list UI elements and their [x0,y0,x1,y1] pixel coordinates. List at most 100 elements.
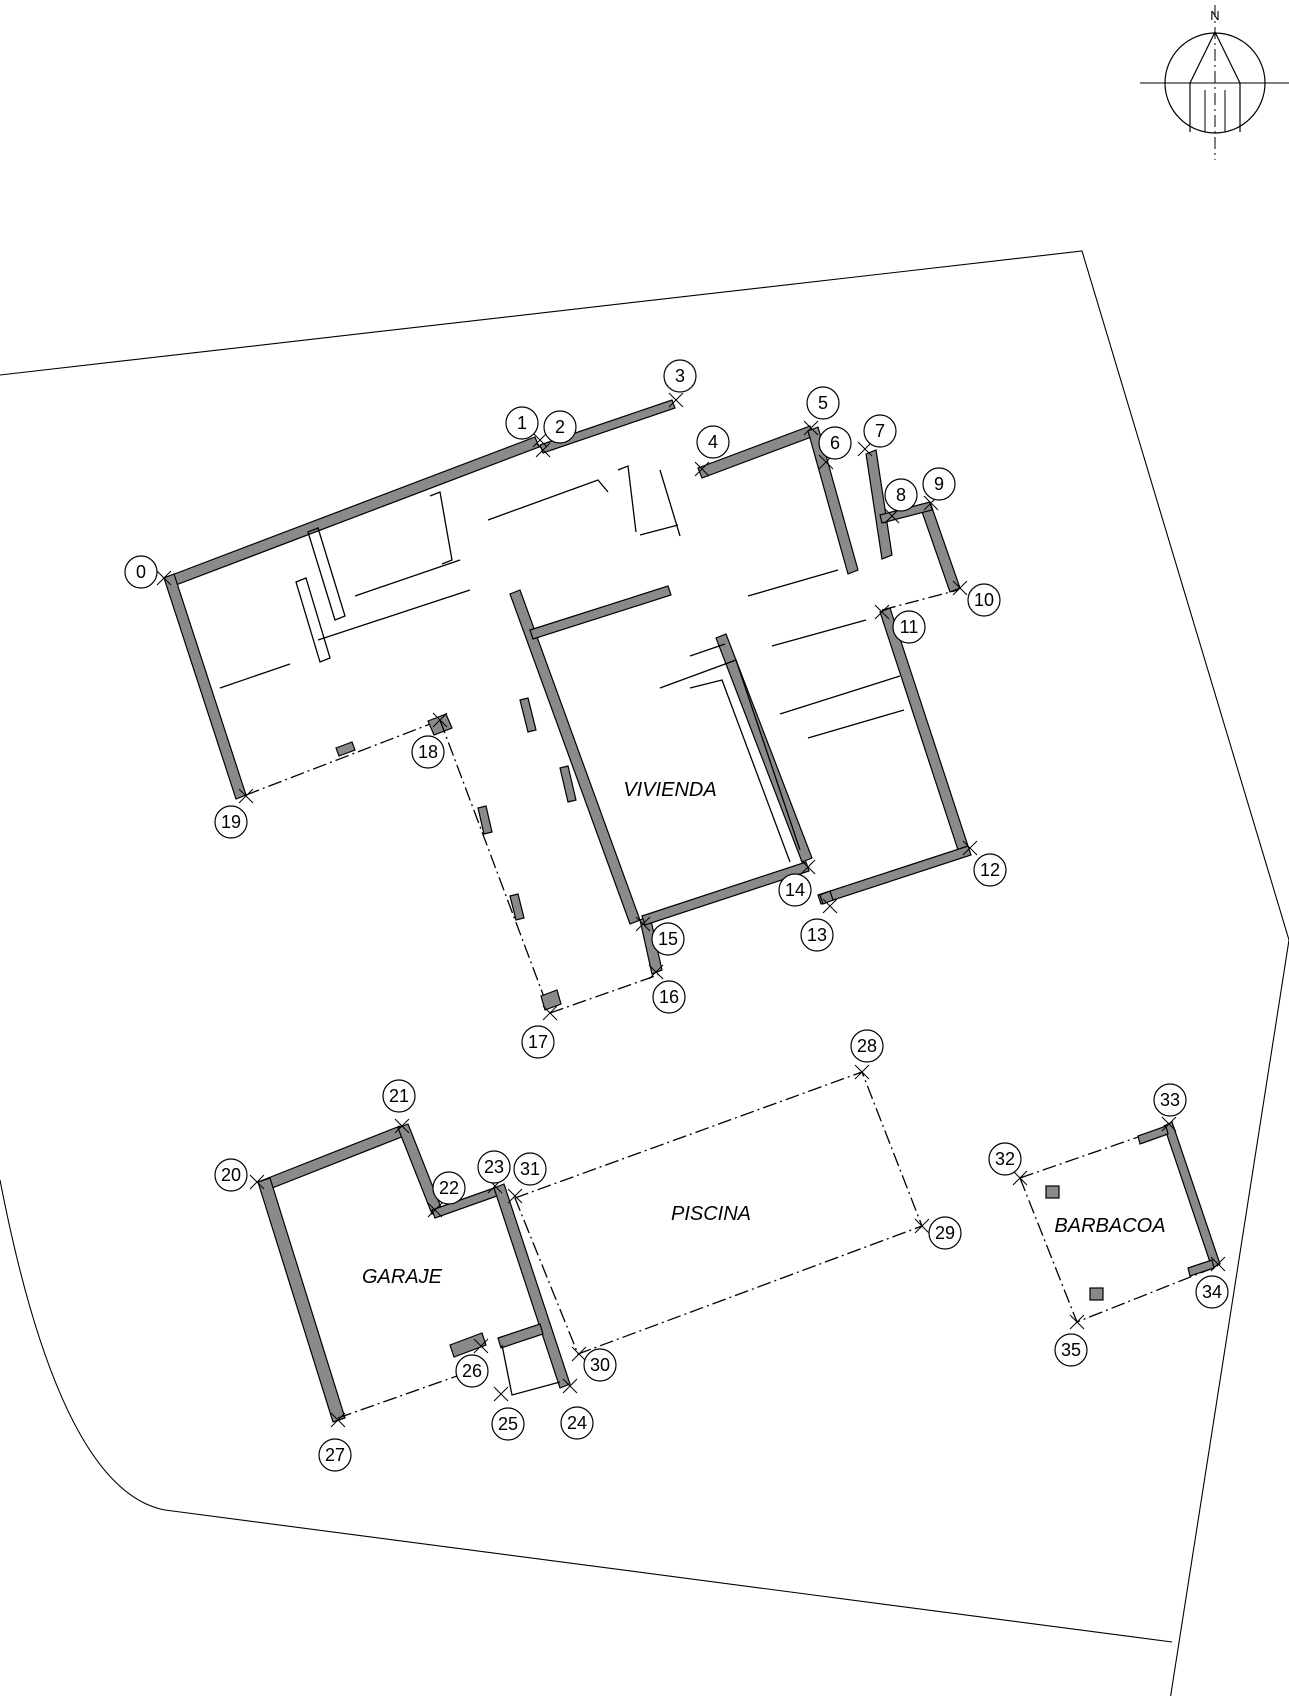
point-label: 25 [498,1414,518,1434]
point-label: 10 [974,590,994,610]
survey-marker-18 [432,712,448,728]
survey-marker-27 [330,1412,346,1428]
point-bubble-25: 25 [491,1407,525,1441]
point-label: 30 [590,1355,610,1375]
point-bubble-30: 30 [583,1348,617,1382]
point-bubble-6: 6 [818,426,852,460]
point-label: 24 [567,1413,587,1433]
point-bubble-16: 16 [652,980,686,1014]
point-label: 8 [896,485,906,505]
survey-marker-24 [562,1378,578,1394]
survey-marker-33 [1161,1116,1177,1132]
point-label: 2 [555,417,565,437]
label-vivienda: VIVIENDA [623,779,716,801]
point-bubble-17: 17 [521,1025,555,1059]
point-label: 21 [389,1086,409,1106]
barbecue-outline [1019,1121,1221,1323]
survey-marker-4 [694,461,710,477]
point-bubble-12: 12 [973,853,1007,887]
label-garaje: GARAJE [362,1266,443,1288]
survey-marker-7 [857,441,873,457]
survey-marker-1 [532,432,548,448]
survey-marker-25 [493,1386,509,1402]
survey-marker-32 [1012,1170,1028,1186]
point-bubble-28: 28 [850,1029,884,1063]
point-bubble-9: 9 [922,467,956,501]
point-bubble-27: 27 [318,1438,352,1472]
garage-outline [257,1123,571,1423]
point-bubble-11: 11 [892,610,926,644]
survey-markers [156,392,1226,1428]
point-bubble-7: 7 [863,414,897,448]
survey-marker-14 [800,859,816,875]
point-label: 35 [1061,1340,1081,1360]
point-label: 14 [785,880,805,900]
point-bubble-29: 29 [928,1216,962,1250]
survey-marker-35 [1069,1314,1085,1330]
survey-marker-5 [803,420,819,436]
point-label: 4 [708,432,718,452]
survey-marker-2 [535,442,551,458]
survey-marker-29 [914,1218,930,1234]
survey-marker-16 [648,964,664,980]
point-label: 20 [221,1165,241,1185]
point-label: 27 [325,1445,345,1465]
survey-marker-12 [962,840,978,856]
survey-marker-10 [952,580,968,596]
survey-marker-15 [635,916,651,932]
point-label: 16 [659,987,679,1007]
point-bubble-13: 13 [800,918,834,952]
point-bubble-26: 26 [455,1354,489,1388]
survey-marker-31 [507,1188,523,1204]
point-bubble-1: 1 [505,406,539,440]
point-label: 28 [857,1036,877,1056]
point-label: 17 [528,1032,548,1052]
point-bubble-32: 32 [988,1142,1022,1176]
survey-marker-20 [249,1174,265,1190]
point-label: 15 [658,929,678,949]
survey-marker-26 [473,1338,489,1354]
survey-marker-19 [238,788,254,804]
point-bubble-14: 14 [778,873,812,907]
point-label: 29 [935,1223,955,1243]
point-bubble-31: 31 [513,1152,547,1186]
point-bubble-22: 22 [432,1171,466,1205]
point-bubble-24: 24 [560,1406,594,1440]
point-label: 19 [221,812,241,832]
point-bubble-2: 2 [543,410,577,444]
survey-marker-3 [668,392,684,408]
point-bubble-35: 35 [1054,1333,1088,1367]
survey-marker-8 [884,508,900,524]
point-label: 22 [439,1178,459,1198]
survey-marker-30 [571,1346,587,1362]
point-label: 9 [934,474,944,494]
plot-boundary-south [0,1179,1173,1643]
point-label: 11 [900,617,919,637]
point-bubble-33: 33 [1153,1083,1187,1117]
point-label: 7 [875,421,885,441]
point-bubble-5: 5 [806,386,840,420]
point-label: 34 [1202,1282,1222,1302]
point-label: 0 [136,562,146,582]
survey-marker-0 [156,570,172,586]
point-bubble-10: 10 [967,583,1001,617]
point-bubble-3: 3 [663,359,697,393]
point-bubble-0: 0 [124,555,158,589]
point-label: 6 [830,433,840,453]
survey-marker-11 [874,604,890,620]
point-bubble-21: 21 [382,1079,416,1113]
point-bubble-20: 20 [214,1158,248,1192]
point-bubble-23: 23 [477,1150,511,1184]
survey-marker-34 [1210,1256,1226,1272]
point-label: 26 [462,1361,482,1381]
point-label: 31 [520,1159,540,1179]
point-label: 1 [517,413,527,433]
survey-marker-28 [854,1064,870,1080]
label-piscina: PISCINA [671,1203,751,1225]
survey-marker-21 [394,1118,410,1134]
house-outline [163,399,972,1014]
point-bubble-4: 4 [696,425,730,459]
plot-boundary [0,250,1289,1696]
